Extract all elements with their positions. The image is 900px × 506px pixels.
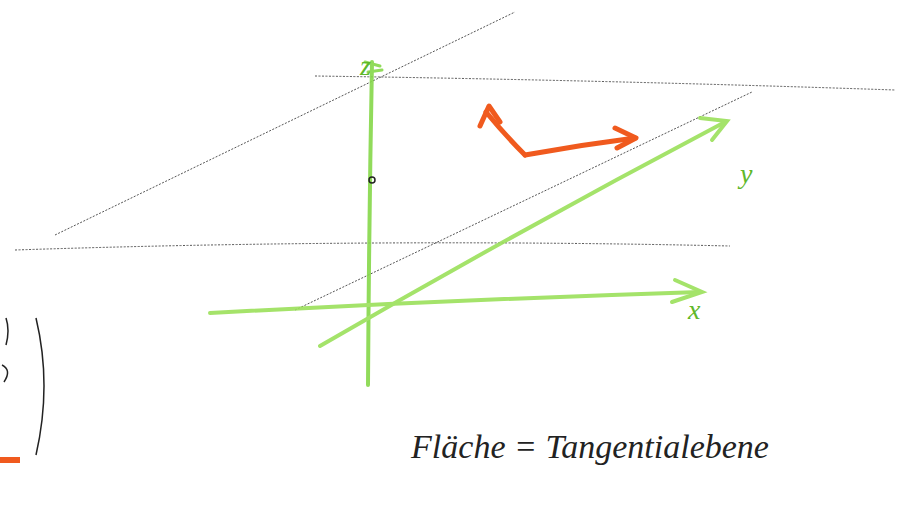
z-axis [368,62,372,385]
cut-off-mark [2,318,8,382]
arrowhead [480,106,500,126]
y-arrowhead [700,118,727,140]
tangent-vectors [480,106,636,155]
arrowhead [615,128,636,148]
axis-label: x [688,296,700,324]
tangent-vector [486,112,525,155]
cut-off-matrix [2,318,44,455]
plane-edge [295,92,752,310]
point [369,177,375,183]
plane-edge [15,243,730,250]
coordinate-axes [210,62,727,385]
x-axis [210,292,700,313]
underline [0,457,20,463]
bracket [36,318,44,455]
plane-edge [315,76,895,90]
plane-edge [55,12,515,235]
axis-label: z [360,52,371,80]
plane-lines [15,12,895,310]
axis-label: y [740,160,752,188]
caption-note: Fläche = Tangentialebene [411,430,769,464]
